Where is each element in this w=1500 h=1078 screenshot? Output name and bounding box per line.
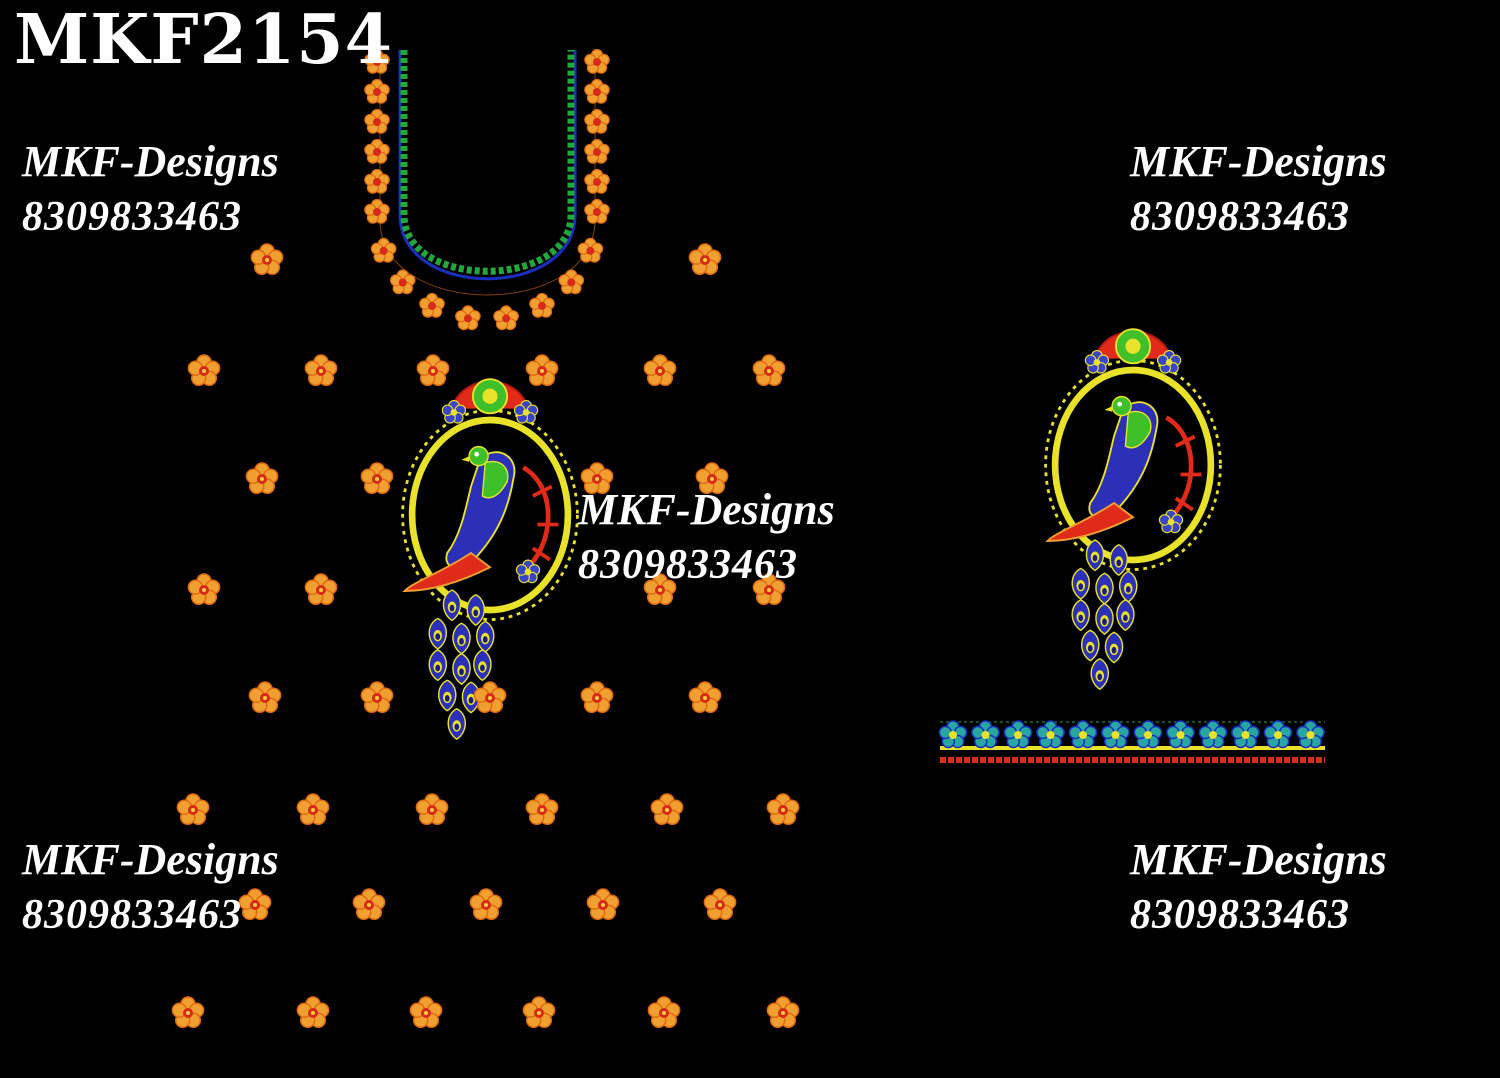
motif-flower: [248, 681, 282, 714]
motif-flower: [187, 573, 221, 606]
neckline-flower: [455, 305, 481, 331]
sleeve-border-band: [940, 721, 1325, 763]
watermark-phone: 8309833463: [1130, 194, 1350, 240]
neckline-flower: [584, 108, 610, 134]
border-flower: [1003, 720, 1033, 749]
neckline-flower: [370, 237, 397, 263]
neckline-flower: [584, 48, 610, 74]
watermark-brand: MKF-Designs: [22, 137, 279, 186]
border-flower-row: [938, 720, 1325, 749]
watermark-phone: 8309833463: [578, 542, 798, 588]
motif-flower: [360, 681, 394, 714]
border-flower: [1036, 720, 1065, 749]
motif-flower: [650, 793, 684, 826]
border-flower: [1231, 720, 1260, 749]
motif-flower: [525, 354, 559, 387]
watermark-bottom-right: MKF-Designs 8309833463: [1130, 835, 1387, 938]
motif-flower: [473, 681, 507, 714]
peacock-medallion-sleeve: [1046, 329, 1221, 689]
border-flower: [1166, 720, 1195, 749]
neckline-flower: [364, 78, 390, 104]
neckline-flower: [584, 138, 610, 164]
neckline-flower: [419, 292, 445, 318]
motif-flower: [766, 793, 800, 826]
neckline-flower: [529, 292, 555, 318]
neckline-flower: [389, 269, 416, 295]
motif-flower: [647, 996, 681, 1029]
watermark-center: MKF-Designs 8309833463: [578, 485, 835, 588]
motif-flower: [415, 793, 449, 826]
motif-flower: [522, 996, 556, 1029]
neckline-flower: [364, 168, 390, 194]
border-flower: [1296, 720, 1325, 749]
motif-flower: [296, 793, 330, 826]
motif-flower: [580, 681, 614, 714]
motif-flower: [360, 462, 394, 495]
neckline-flower: [584, 168, 610, 194]
motif-flower: [304, 354, 338, 387]
motif-flower: [688, 243, 722, 276]
watermark-phone: 8309833463: [22, 892, 242, 938]
border-flower: [1198, 720, 1228, 749]
border-flower: [971, 720, 1000, 749]
motif-flower: [469, 888, 503, 921]
motif-flower: [187, 354, 221, 387]
watermark-brand: MKF-Designs: [1130, 835, 1387, 884]
motif-flower: [176, 793, 210, 826]
motif-flower: [416, 354, 450, 387]
watermark-top-right: MKF-Designs 8309833463: [1130, 137, 1387, 240]
neckline-flower: [558, 269, 585, 295]
motif-flower: [752, 354, 786, 387]
neckline-flower: [584, 198, 610, 224]
watermark-top-left: MKF-Designs 8309833463: [22, 137, 279, 240]
neckline-flower: [364, 138, 390, 164]
neckline-arc: [379, 50, 596, 296]
neckline-flower: [584, 78, 610, 104]
neckline-flower: [364, 198, 390, 224]
motif-flower: [250, 243, 284, 276]
watermark-bottom-left: MKF-Designs 8309833463: [22, 835, 279, 938]
border-flower: [1068, 720, 1098, 749]
motif-flower: [304, 573, 338, 606]
border-flower: [1101, 720, 1130, 749]
design-code-title: MKF2154: [14, 0, 393, 80]
border-flower: [1263, 720, 1293, 749]
neckline-flower: [577, 237, 604, 263]
border-flower: [1133, 720, 1163, 749]
motif-flower: [296, 996, 330, 1029]
motif-flower: [703, 888, 737, 921]
motif-flower: [171, 996, 205, 1029]
motif-flower: [586, 888, 620, 921]
motif-flower: [688, 681, 722, 714]
watermark-brand: MKF-Designs: [1130, 137, 1387, 186]
motif-flower: [525, 793, 559, 826]
watermark-phone: 8309833463: [1130, 892, 1350, 938]
motif-flower: [766, 996, 800, 1029]
watermark-brand: MKF-Designs: [22, 835, 279, 884]
watermark-brand: MKF-Designs: [578, 485, 835, 534]
motif-flower: [643, 354, 677, 387]
neckline-flower: [493, 305, 519, 331]
motif-flower: [409, 996, 443, 1029]
motif-flower: [352, 888, 386, 921]
neckline-flower: [364, 108, 390, 134]
border-flower: [938, 720, 968, 749]
motif-flower: [245, 462, 279, 495]
watermark-phone: 8309833463: [22, 194, 242, 240]
